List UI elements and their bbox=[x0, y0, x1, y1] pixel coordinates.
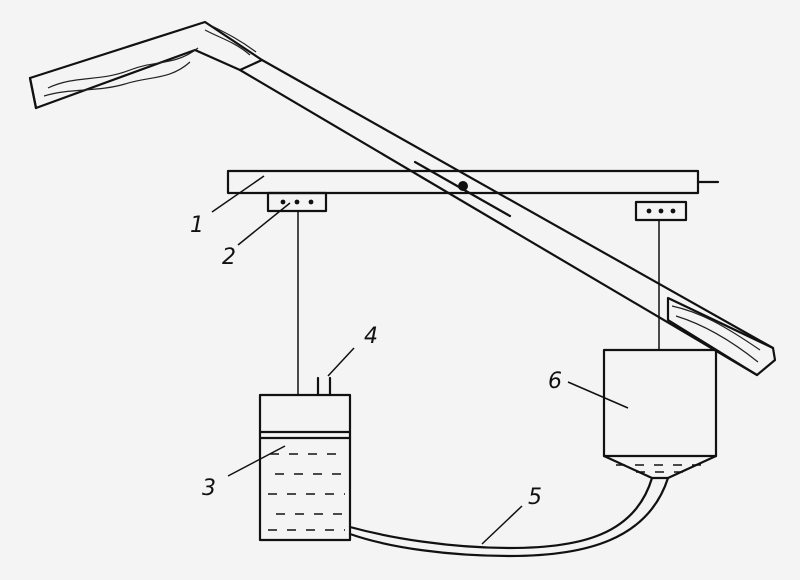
sloped-board bbox=[238, 58, 775, 377]
vent-tube bbox=[316, 376, 332, 397]
left-mount-bracket bbox=[266, 191, 328, 213]
label-2: 2 bbox=[222, 245, 236, 270]
wooden-rafter-lower bbox=[666, 296, 777, 377]
left-vessel bbox=[258, 393, 352, 542]
leader-line-4 bbox=[327, 347, 355, 377]
pivot-pin bbox=[458, 181, 468, 191]
label-3: 3 bbox=[202, 476, 216, 501]
leader-line-1 bbox=[211, 175, 265, 213]
label-4: 4 bbox=[364, 324, 378, 349]
leader-line-3 bbox=[227, 445, 286, 477]
right-vessel bbox=[602, 348, 718, 480]
label-1: 1 bbox=[190, 213, 204, 238]
leader-line-5 bbox=[481, 505, 523, 545]
connecting-hose bbox=[348, 476, 670, 558]
leader-line-2 bbox=[237, 202, 291, 246]
wooden-rafter-upper bbox=[28, 20, 264, 110]
horizontal-beam bbox=[226, 169, 720, 195]
label-6: 6 bbox=[548, 369, 562, 394]
label-5: 5 bbox=[528, 485, 542, 510]
right-mount-bracket bbox=[634, 200, 688, 222]
leader-line-6 bbox=[567, 381, 629, 409]
